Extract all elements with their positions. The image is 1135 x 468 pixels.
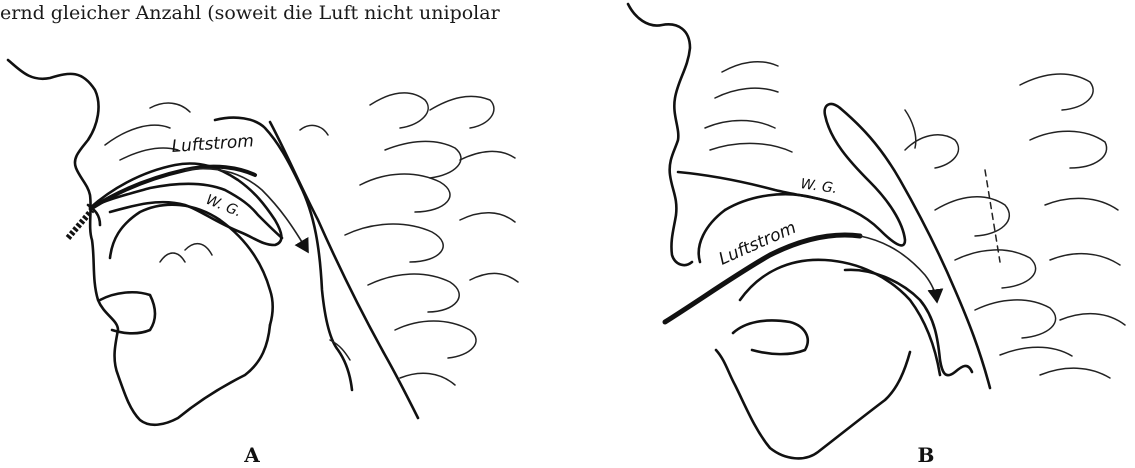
vertebra-b-4 (975, 300, 1056, 338)
turbinate-a-3 (150, 103, 190, 112)
inlet-tube-a (68, 210, 92, 238)
turbinate-b-1 (722, 62, 778, 72)
spine-dash-b (985, 170, 1000, 262)
turbinate-b-3 (705, 121, 775, 129)
vertebra-a-5 (368, 274, 459, 312)
turbinate-a-2 (120, 148, 178, 160)
pharynx-back-a (270, 122, 418, 418)
vertebra-b-1 (905, 135, 958, 168)
pharynx-back-b (840, 108, 990, 388)
turbinate-a-1 (105, 125, 170, 145)
panel-label-a: A (243, 443, 260, 467)
panel-label-b: B (918, 443, 935, 467)
soft-palate-b (725, 104, 905, 245)
vertebra-a-10 (470, 273, 518, 282)
chin-b (716, 350, 910, 458)
vertebra-b-3 (955, 250, 1036, 288)
vertebra-a-12 (400, 373, 455, 385)
panel-a: Luftstrom W. G. A (8, 60, 518, 467)
teeth-a (160, 244, 212, 262)
vertebra-a-2 (385, 141, 461, 178)
vertebra-b-2 (935, 197, 1009, 236)
vertebra-a-4 (345, 224, 443, 262)
vertebra-b-6 (1020, 74, 1093, 110)
vertebra-b-7 (1030, 131, 1107, 168)
tongue-back-a (110, 205, 273, 325)
vertebra-a-6 (395, 321, 476, 358)
vertebra-a-8 (460, 151, 515, 160)
lower-jaw-b (733, 320, 808, 354)
turbinate-b-4 (710, 143, 792, 152)
pharynx-front-a (215, 118, 352, 390)
structure-label-b: W. G. (799, 176, 838, 197)
panel-b: W. G. Luftstrom B (628, 4, 1125, 467)
vertebra-a-7 (430, 96, 494, 128)
face-profile-b (628, 4, 692, 265)
vertebra-a-11 (300, 125, 328, 135)
face-profile-a (8, 60, 270, 425)
vertebra-b-9 (1050, 254, 1120, 265)
vertebra-b-8 (1045, 198, 1118, 210)
vertebra-b-5 (1000, 347, 1072, 356)
airflow-label-a: Luftstrom (171, 131, 255, 157)
vertebra-a-9 (460, 213, 515, 222)
vertebra-b-11 (1040, 368, 1110, 378)
vertebra-a-3 (360, 174, 450, 212)
turbinate-b-2 (715, 88, 778, 98)
lower-jaw-a (100, 292, 155, 333)
tongue-b (740, 260, 940, 375)
vertebra-a-1 (370, 93, 428, 128)
vertebra-b-10 (1060, 314, 1125, 325)
